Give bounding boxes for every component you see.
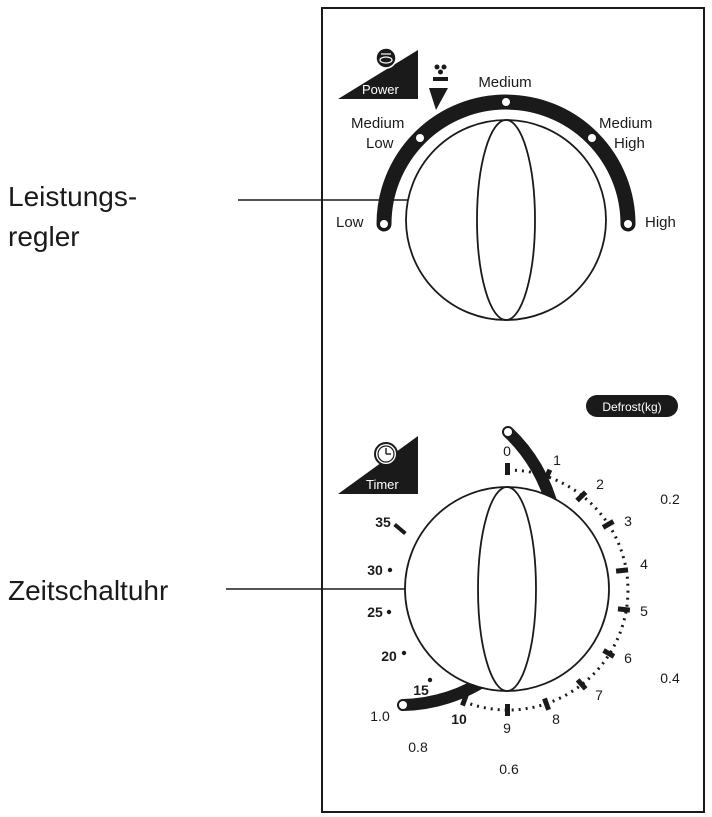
- defrost-label-0-6: 0.6: [499, 761, 519, 777]
- power-badge-text: Power: [362, 82, 400, 97]
- minute-tick-1: [542, 468, 553, 482]
- defrost-label-0-2: 0.2: [660, 491, 680, 507]
- callout-power-label-line2: regler: [8, 221, 80, 252]
- timer-knob[interactable]: [404, 486, 610, 692]
- minute-label-2: 2: [596, 476, 604, 492]
- defrost-badge-text: Defrost(kg): [602, 400, 661, 414]
- timer-badge: Timer: [338, 436, 418, 494]
- power-knob[interactable]: [405, 119, 607, 321]
- callout-timer-label: Zeitschaltuhr: [8, 575, 168, 606]
- power-food-icon: [375, 47, 397, 69]
- minute-dot-15: [427, 677, 433, 683]
- power-badge: Power: [338, 47, 418, 99]
- minute-label-8: 8: [552, 711, 560, 727]
- minute-label-15: 15: [413, 682, 429, 698]
- defrost-marker-0-6: [504, 744, 512, 752]
- minute-tick-4: [615, 567, 629, 574]
- power-label-medium-high-2: High: [614, 135, 645, 152]
- minute-label-35: 35: [375, 514, 391, 530]
- power-marker-low: [380, 220, 388, 228]
- minute-tick-10: [460, 693, 469, 707]
- minute-tick-9: [505, 704, 510, 716]
- defrost-marker-0-8: [427, 723, 435, 731]
- minute-label-30: 30: [367, 562, 383, 578]
- power-label-medium: Medium: [478, 74, 531, 91]
- power-label-medium-low-1: Medium: [351, 115, 404, 132]
- defrost-flake-icon: [429, 64, 448, 110]
- minute-dotted-scale: [459, 468, 630, 712]
- defrost-marker-0-4: [641, 665, 649, 673]
- power-label-medium-high-1: Medium: [599, 115, 652, 132]
- defrost-label-0-8: 0.8: [408, 739, 428, 755]
- minute-tick-2: [575, 490, 588, 503]
- minute-label-7: 7: [595, 687, 603, 703]
- minute-tick-7: [575, 678, 588, 691]
- defrost-marker-1-0: [399, 701, 407, 709]
- minute-tick-6: [602, 648, 616, 659]
- minute-label-4: 4: [640, 556, 648, 572]
- minute-label-6: 6: [624, 650, 632, 666]
- minute-label-25: 25: [367, 604, 383, 620]
- power-label-high: High: [645, 214, 676, 231]
- minute-dot-25: [386, 609, 392, 615]
- minute-label-5: 5: [640, 603, 648, 619]
- minute-label-9: 9: [503, 720, 511, 736]
- timer-badge-text: Timer: [366, 477, 399, 492]
- minute-label-3: 3: [624, 513, 632, 529]
- power-label-low: Low: [336, 214, 364, 231]
- power-marker-medium: [502, 98, 510, 106]
- callout-power-label-line1: Leistungs-: [8, 181, 137, 212]
- minute-tick-8: [542, 697, 551, 711]
- minute-dot-20: [401, 650, 407, 656]
- minute-ticks: [386, 463, 631, 716]
- power-marker-medium-low: [416, 134, 424, 142]
- power-marker-high: [624, 220, 632, 228]
- minute-tick-35: [393, 522, 407, 536]
- minute-label-1: 1: [553, 452, 561, 468]
- defrost-marker-0-2: [641, 507, 649, 515]
- defrost-badge: Defrost(kg): [586, 395, 678, 417]
- minute-label-10: 10: [451, 711, 467, 727]
- minute-tick-3: [601, 519, 615, 530]
- defrost-label-0-4: 0.4: [660, 670, 680, 686]
- control-panel-frame: [321, 7, 705, 813]
- minute-dot-30: [387, 567, 393, 573]
- defrost-label-1-0: 1.0: [370, 708, 390, 724]
- minute-tick-5: [617, 606, 631, 613]
- power-marker-medium-high: [588, 134, 596, 142]
- defrost-marker-0: [504, 428, 512, 436]
- minute-tick-0: [505, 463, 510, 475]
- minute-label-20: 20: [381, 648, 397, 664]
- minute-label-0: 0: [503, 443, 511, 459]
- power-label-medium-low-2: Low: [366, 135, 394, 152]
